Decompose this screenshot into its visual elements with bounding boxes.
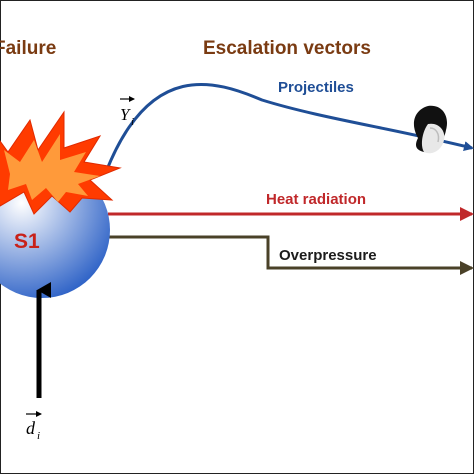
projectiles-arrow [104,82,474,173]
vector-d-subscript: i [37,430,40,442]
vector-y-symbol: Y [120,105,131,124]
explosion-burst-icon [0,110,122,215]
source-label: S1 [14,230,40,253]
heading-escalation-vectors: Escalation vectors [203,38,371,59]
overpressure-arrow [108,235,474,275]
fragment-icon [413,105,448,154]
overpressure-label: Overpressure [279,247,377,264]
projectiles-label: Projectiles [278,79,354,96]
vector-d-symbol: d [26,418,36,438]
vector-y-subscript: i [131,116,134,128]
vector-d-label: d i [26,411,42,442]
heat-radiation-label: Heat radiation [266,191,366,208]
vector-y-label: Y i [120,96,135,128]
heading-failure: Failure [0,38,56,59]
